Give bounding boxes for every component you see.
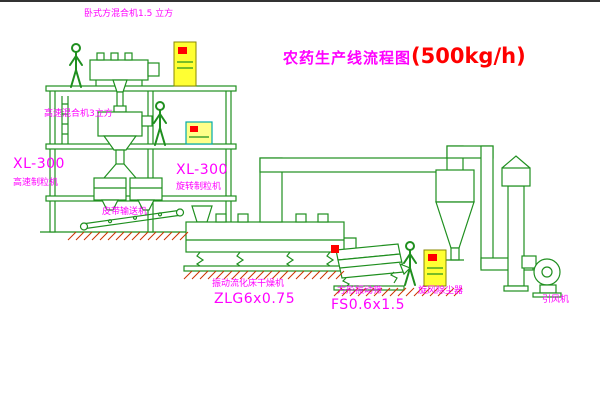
ladder <box>61 96 69 144</box>
label-xl300-center: XL-300 <box>176 162 228 178</box>
high-speed-mixer <box>97 105 153 179</box>
label-dryer-model: ZLG6x0.75 <box>214 291 296 307</box>
induced-draft-fan <box>521 255 562 298</box>
label-screen-model: FS0.6x1.5 <box>331 297 406 313</box>
person-figure-mid <box>153 101 167 146</box>
control-cabinet-mid <box>185 121 213 145</box>
label-fluid-bed-dryer: 振动流化床干燥机 <box>212 279 285 289</box>
label-granulator-left: 高速制粒机 <box>13 178 59 188</box>
title-text: 农药生产线流程图 <box>283 49 412 67</box>
ground-hatch <box>67 231 463 297</box>
label-cyclone: 旋风除尘器 <box>418 286 464 296</box>
exhaust-duct <box>259 157 449 223</box>
label-granulator-center: 旋转制粒机 <box>176 182 222 192</box>
exhaust-stack <box>501 155 531 292</box>
page-title: 农药生产线流程图(500kg/h) <box>283 44 526 68</box>
belt-conveyor <box>79 208 185 231</box>
horizontal-mixer <box>89 52 160 113</box>
label-induced-fan: 引风机 <box>542 295 570 305</box>
top-border-line <box>0 0 600 2</box>
label-xl300-left: XL-300 <box>13 156 65 172</box>
person-figure-ground <box>403 241 417 286</box>
person-figure-top <box>69 43 83 88</box>
granulator-units <box>93 177 163 211</box>
title-capacity: (500kg/h) <box>411 44 526 68</box>
rotary-valve-mark <box>331 245 339 253</box>
label-horizontal-mixer: 卧式方混合机1.5 立方 <box>84 9 174 19</box>
fluid-bed-dryer <box>183 205 349 272</box>
label-vibrating-screen: 方形振动筛 <box>337 286 383 296</box>
label-high-speed-mixer: 高速混合机3立方 <box>44 109 113 119</box>
vibrating-screen <box>333 237 412 291</box>
label-belt-conveyor: 皮带输送机 <box>102 207 148 217</box>
control-cabinet-cyclone <box>423 249 447 287</box>
control-cabinet-top <box>173 41 197 87</box>
